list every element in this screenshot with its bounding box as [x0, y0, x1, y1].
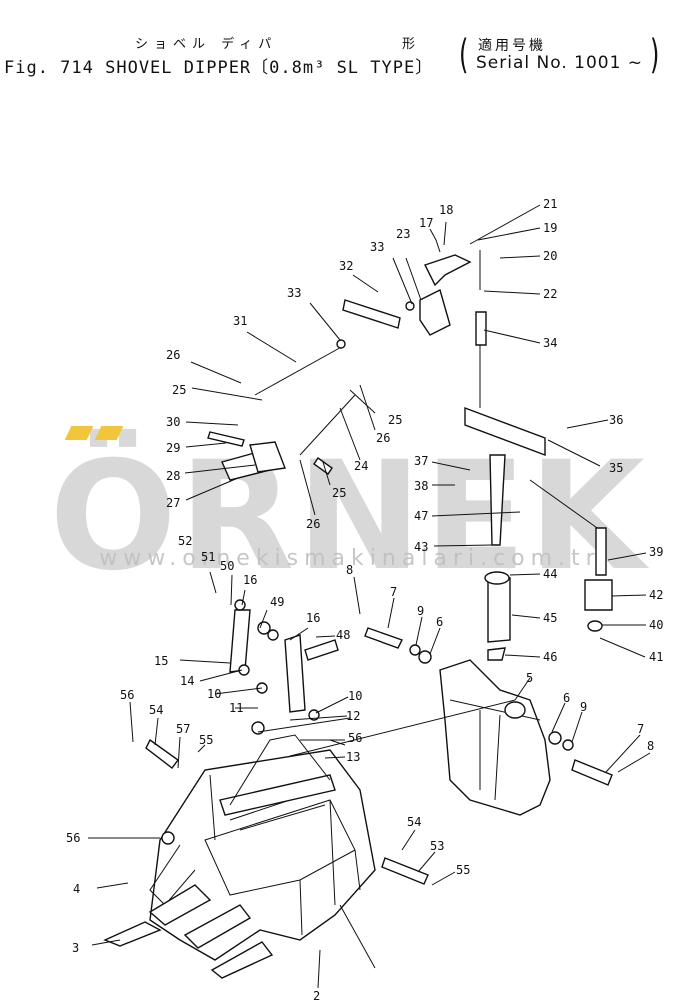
callout-10: 10: [207, 687, 221, 701]
callout-40: 40: [649, 618, 663, 632]
callout-25: 25: [332, 486, 346, 500]
callout-32: 32: [339, 259, 353, 273]
callout-20: 20: [543, 249, 557, 263]
leader-lines: [88, 204, 651, 989]
callout-55: 55: [199, 733, 213, 747]
callout-10: 10: [348, 689, 362, 703]
callout-9: 9: [580, 700, 587, 714]
callout-41: 41: [649, 650, 663, 664]
serial-japanese-label: 適用号機: [478, 38, 546, 54]
callout-44: 44: [543, 567, 557, 581]
watermark-logo-text: ÖRNEK: [49, 430, 647, 604]
callout-54: 54: [149, 703, 163, 717]
callout-25: 25: [172, 383, 186, 397]
callout-26: 26: [166, 348, 180, 362]
callout-25: 25: [388, 413, 402, 427]
trip-linkage: [221, 250, 613, 661]
callout-31: 31: [233, 314, 247, 328]
callout-50: 50: [220, 559, 234, 573]
callout-6: 6: [436, 615, 443, 629]
callout-42: 42: [649, 588, 663, 602]
callout-45: 45: [543, 611, 557, 625]
dipper-door: [439, 659, 551, 816]
callout-26: 26: [376, 431, 390, 445]
serial-number: Serial No. 1001 ~: [476, 53, 644, 73]
callout-35: 35: [609, 461, 623, 475]
callout-29: 29: [166, 441, 180, 455]
callout-8: 8: [346, 563, 353, 577]
callout-37: 37: [414, 454, 428, 468]
callout-53: 53: [430, 839, 444, 853]
callout-21: 21: [543, 197, 557, 211]
callout-labels: 2 3 4 5 6 6 7 7 8 8 9 9 10 10 11 12 13 1…: [66, 197, 663, 1001]
callout-11: 11: [229, 701, 243, 715]
callout-6: 6: [563, 691, 570, 705]
callout-19: 19: [543, 221, 557, 235]
callout-7: 7: [390, 585, 397, 599]
callout-24: 24: [354, 459, 368, 473]
callout-47: 47: [414, 509, 428, 523]
callout-34: 34: [543, 336, 557, 350]
pins: [145, 301, 613, 885]
callout-16: 16: [306, 611, 320, 625]
callout-52: 52: [178, 534, 192, 548]
callout-2: 2: [313, 989, 320, 1001]
callout-14: 14: [180, 674, 194, 688]
callout-17: 17: [419, 216, 433, 230]
callout-39: 39: [649, 545, 663, 559]
callout-54: 54: [407, 815, 421, 829]
callout-56: 56: [348, 731, 362, 745]
watermark-url: www.ornekismakinalari.com.tr: [99, 546, 601, 571]
callout-51: 51: [201, 550, 215, 564]
callout-3: 3: [72, 941, 79, 955]
callout-46: 46: [543, 650, 557, 664]
callout-56: 56: [66, 831, 80, 845]
callout-33: 33: [370, 240, 384, 254]
serial-paren-open: (: [459, 32, 469, 78]
callout-27: 27: [166, 496, 180, 510]
callout-18: 18: [439, 203, 453, 217]
callout-28: 28: [166, 469, 180, 483]
callout-8: 8: [647, 739, 654, 753]
callout-36: 36: [609, 413, 623, 427]
callout-43: 43: [414, 540, 428, 554]
link-arms: [219, 609, 336, 816]
callout-38: 38: [414, 479, 428, 493]
japanese-title: ショベル ディパ: [135, 37, 278, 52]
callout-12: 12: [346, 709, 360, 723]
callout-15: 15: [154, 654, 168, 668]
callout-57: 57: [176, 722, 190, 736]
callout-48: 48: [336, 628, 350, 642]
callout-4: 4: [73, 882, 80, 896]
callout-56: 56: [120, 688, 134, 702]
callout-55: 55: [456, 863, 470, 877]
callout-16: 16: [243, 573, 257, 587]
bucket-teeth: [103, 884, 274, 979]
figure-title: Fig. 714 SHOVEL DIPPER〔0.8m³ SL TYPE〕: [4, 58, 434, 78]
callout-7: 7: [637, 722, 644, 736]
japanese-shape-label: 形: [402, 37, 416, 52]
callout-49: 49: [270, 595, 284, 609]
callout-23: 23: [396, 227, 410, 241]
serial-paren-close: ): [650, 32, 660, 78]
callout-9: 9: [417, 604, 424, 618]
callout-30: 30: [166, 415, 180, 429]
callout-33: 33: [287, 286, 301, 300]
callout-5: 5: [526, 671, 533, 685]
dipper-bucket: [149, 749, 376, 961]
callout-13: 13: [346, 750, 360, 764]
callout-22: 22: [543, 287, 557, 301]
callout-26: 26: [306, 517, 320, 531]
